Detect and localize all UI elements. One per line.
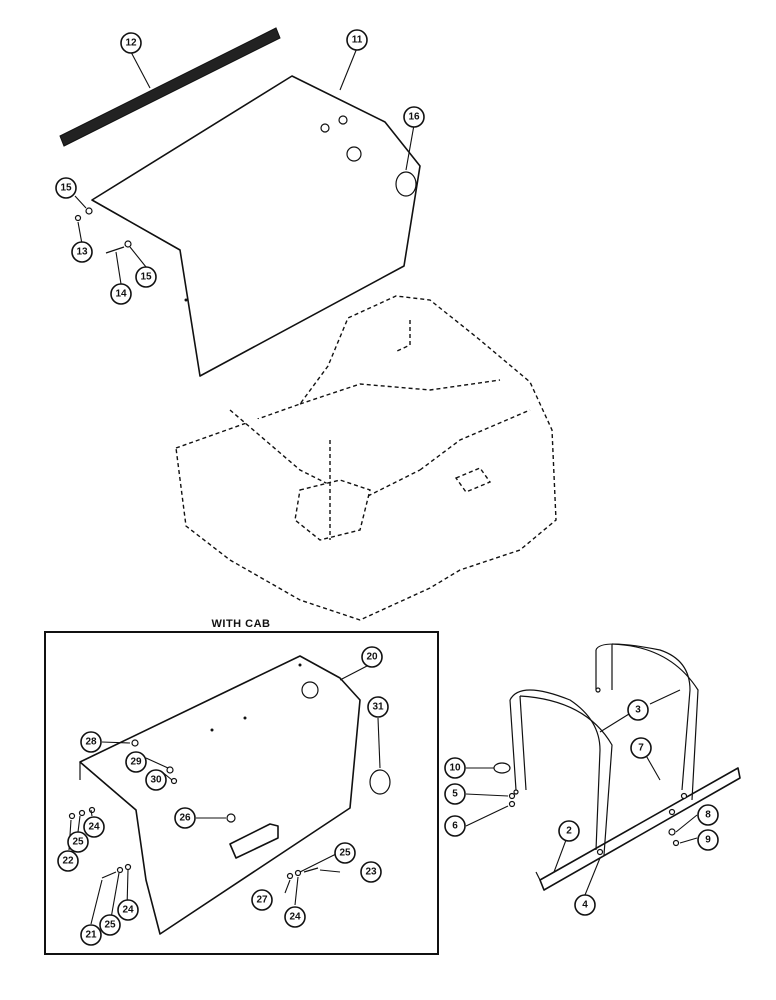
callout-3: 3 — [627, 699, 649, 721]
callout-2: 2 — [558, 820, 580, 842]
callout-21: 21 — [80, 924, 102, 946]
callout-7: 7 — [630, 737, 652, 759]
seal-strip — [59, 27, 281, 147]
inset-title: WITH CAB — [212, 618, 271, 630]
callout-label-5: 5 — [452, 789, 458, 800]
callout-label-6: 6 — [452, 821, 458, 832]
callout-label-21: 21 — [85, 930, 97, 941]
callout-label-9: 9 — [705, 835, 711, 846]
callout-24b: 24 — [117, 899, 139, 921]
callout-label-31: 31 — [372, 702, 384, 713]
callout-4: 4 — [574, 894, 596, 916]
callout-label-24b: 24 — [122, 905, 134, 916]
callout-12: 12 — [120, 32, 142, 54]
callout-label-13: 13 — [76, 247, 88, 258]
callout-24a: 24 — [83, 816, 105, 838]
callout-31: 31 — [367, 696, 389, 718]
callout-label-4: 4 — [582, 900, 588, 911]
panel-hardware — [74, 207, 132, 254]
callout-label-25c: 25 — [339, 848, 351, 859]
callout-22: 22 — [57, 850, 79, 872]
callout-label-15b: 15 — [140, 272, 152, 283]
callout-13: 13 — [71, 241, 93, 263]
callout-14: 14 — [110, 283, 132, 305]
callout-label-2: 2 — [566, 826, 572, 837]
with-cab-inset: WITH CAB — [44, 618, 439, 955]
callout-label-27: 27 — [256, 895, 268, 906]
leader-lines — [68, 47, 698, 925]
callout-label-24a: 24 — [88, 822, 100, 833]
callout-24c: 24 — [284, 906, 306, 928]
callout-label-14: 14 — [115, 289, 127, 300]
callout-label-26: 26 — [179, 813, 191, 824]
callout-25c: 25 — [334, 842, 356, 864]
callout-25b: 25 — [99, 914, 121, 936]
callout-15a: 15 — [55, 177, 77, 199]
callout-label-22: 22 — [62, 856, 74, 867]
hoop-assembly — [493, 643, 741, 891]
callout-label-7: 7 — [638, 743, 644, 754]
callout-9: 9 — [697, 829, 719, 851]
callout-28: 28 — [80, 731, 102, 753]
callout-30: 30 — [145, 769, 167, 791]
callout-label-16: 16 — [408, 112, 420, 123]
callout-label-30: 30 — [150, 775, 162, 786]
callout-5: 5 — [444, 783, 466, 805]
callout-27: 27 — [251, 889, 273, 911]
callout-11: 11 — [346, 29, 368, 51]
callout-label-25b: 25 — [104, 920, 116, 931]
callout-label-23: 23 — [365, 867, 377, 878]
callout-label-12: 12 — [125, 38, 137, 49]
callout-10: 10 — [444, 757, 466, 779]
callout-29: 29 — [125, 751, 147, 773]
callout-26: 26 — [174, 807, 196, 829]
callout-16: 16 — [403, 106, 425, 128]
callout-label-29: 29 — [130, 757, 142, 768]
console-outline — [175, 295, 557, 621]
callout-label-8: 8 — [705, 810, 711, 821]
callout-6: 6 — [444, 815, 466, 837]
top-cover-panel — [91, 75, 421, 377]
callout-label-10: 10 — [449, 763, 461, 774]
callout-label-24c: 24 — [289, 912, 301, 923]
grommet — [395, 171, 417, 197]
callout-20: 20 — [361, 646, 383, 668]
callout-label-28: 28 — [85, 737, 97, 748]
callout-15b: 15 — [135, 266, 157, 288]
callout-label-20: 20 — [366, 652, 378, 663]
callout-label-15a: 15 — [60, 183, 72, 194]
callout-23: 23 — [360, 861, 382, 883]
callout-label-3: 3 — [635, 705, 641, 716]
callout-label-11: 11 — [352, 35, 363, 46]
callout-label-25a: 25 — [72, 837, 84, 848]
callout-8: 8 — [697, 804, 719, 826]
callout-25a: 25 — [67, 831, 89, 853]
